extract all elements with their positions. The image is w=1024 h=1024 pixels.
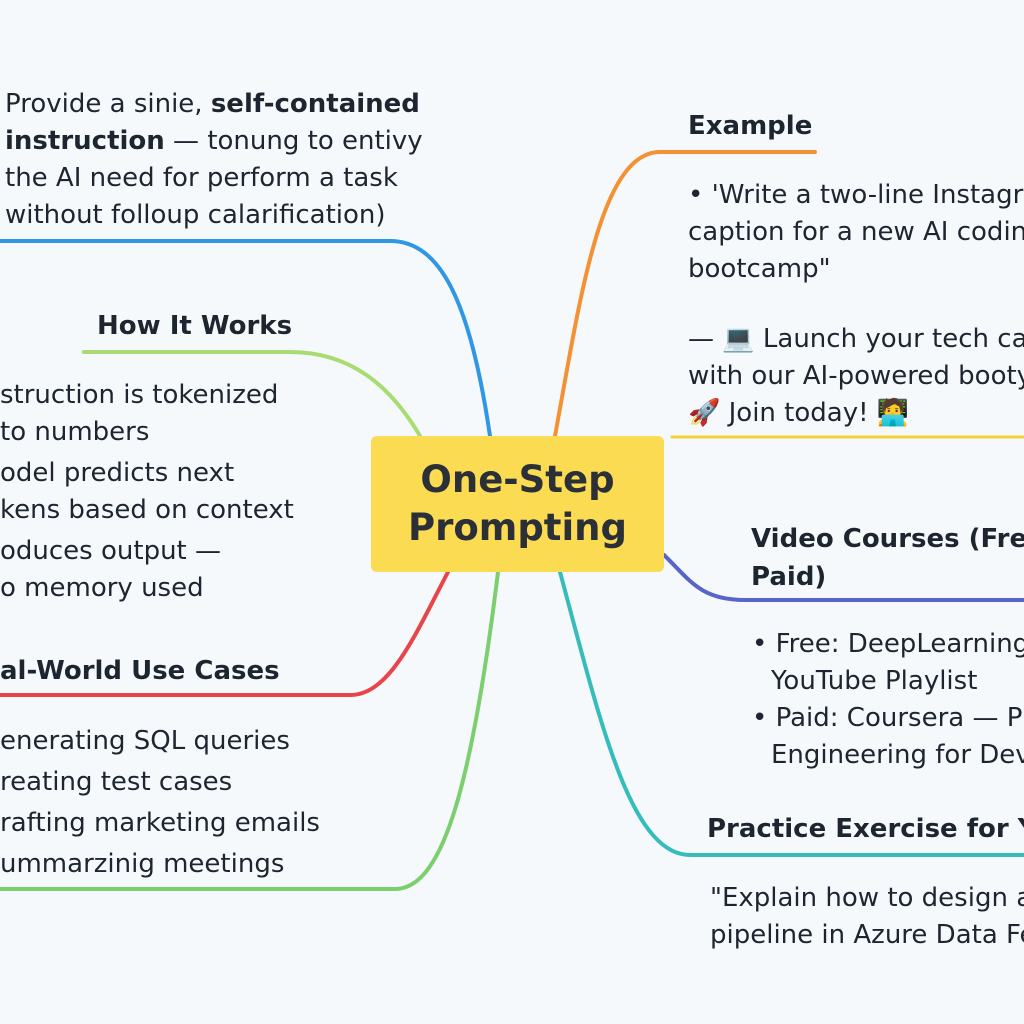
branch-video-courses xyxy=(662,553,1024,602)
central-topic-line2: Prompting xyxy=(407,506,628,549)
video-course-line: • Free: DeepLearning. xyxy=(752,629,1024,659)
definition-line3: the AI need for perform a task xyxy=(5,163,398,193)
definition-line2-plain: — tonung to entivy xyxy=(164,126,423,156)
central-topic-node[interactable]: One-Step Prompting xyxy=(371,436,664,572)
how-it-works-line: oduces output — xyxy=(0,536,222,566)
practice-line: "Explain how to design a xyxy=(710,883,1024,913)
video-courses-list: • Free: DeepLearning. YouTube Playlist •… xyxy=(752,626,1024,774)
practice-text: "Explain how to design a pipeline in Azu… xyxy=(710,880,1024,954)
example-prompt-line: bootcamp" xyxy=(688,254,831,284)
how-it-works-line: kens based on context xyxy=(0,495,294,525)
use-case-item: rafting marketing emails xyxy=(0,808,320,838)
how-it-works-list: struction is tokenized to numbers odel p… xyxy=(0,377,294,607)
branch-bottom-left xyxy=(0,570,500,891)
branch-practice xyxy=(558,570,1024,857)
example-prompt: • 'Write a two-line Instagra caption for… xyxy=(688,177,1024,288)
definition-line2-bold: instruction xyxy=(5,126,165,156)
example-output: — 💻 Launch your tech carr with our AI-po… xyxy=(688,321,1024,432)
use-case-item: enerating SQL queries xyxy=(0,726,290,756)
practice-title[interactable]: Practice Exercise for Yo xyxy=(707,814,1024,844)
video-courses-title-line1: Video Courses (Free xyxy=(751,524,1024,554)
use-cases-title[interactable]: al-World Use Cases xyxy=(0,656,280,686)
branch-example xyxy=(553,150,817,438)
example-prompt-line: • 'Write a two-line Instagra xyxy=(688,180,1024,210)
use-cases-list: enerating SQL queries reating test cases… xyxy=(0,721,320,885)
video-course-line: Engineering for Devi xyxy=(771,740,1024,770)
central-topic-line1: One-Step xyxy=(420,458,615,501)
definition-line4: without folloup calarification) xyxy=(5,200,386,230)
how-it-works-line: struction is tokenized xyxy=(0,380,279,410)
how-it-works-line: o memory used xyxy=(0,573,204,603)
use-case-item: reating test cases xyxy=(0,767,233,797)
how-it-works-line: odel predicts next xyxy=(0,458,235,488)
branch-how-it-works xyxy=(82,350,422,438)
video-course-line: • Paid: Coursera — Pre xyxy=(752,703,1024,733)
branch-use-cases xyxy=(0,570,450,697)
how-it-works-title[interactable]: How It Works xyxy=(97,311,293,341)
video-courses-title[interactable]: Video Courses (Free Paid) xyxy=(751,520,1024,596)
example-prompt-line: caption for a new AI coding xyxy=(688,217,1024,247)
example-output-line: — 💻 Launch your tech carr xyxy=(688,324,1024,354)
definition-block: Provide a sinie, self-contained instruct… xyxy=(5,86,423,234)
practice-line: pipeline in Azure Data Fe xyxy=(710,920,1024,950)
video-course-line: YouTube Playlist xyxy=(771,666,978,696)
video-courses-title-line2: Paid) xyxy=(751,562,827,592)
example-output-line: with our AI-powered booty xyxy=(688,361,1024,391)
branch-definition xyxy=(0,239,492,438)
how-it-works-line: to numbers xyxy=(0,417,150,447)
definition-line1-plain: Provide a sinie, xyxy=(5,89,211,119)
definition-line1-bold: self-contained xyxy=(210,89,420,119)
example-title[interactable]: Example xyxy=(688,111,813,141)
example-output-line: 🚀 Join today! 🧑‍💻 xyxy=(688,398,910,428)
use-case-item: ummarzinig meetings xyxy=(0,849,285,879)
